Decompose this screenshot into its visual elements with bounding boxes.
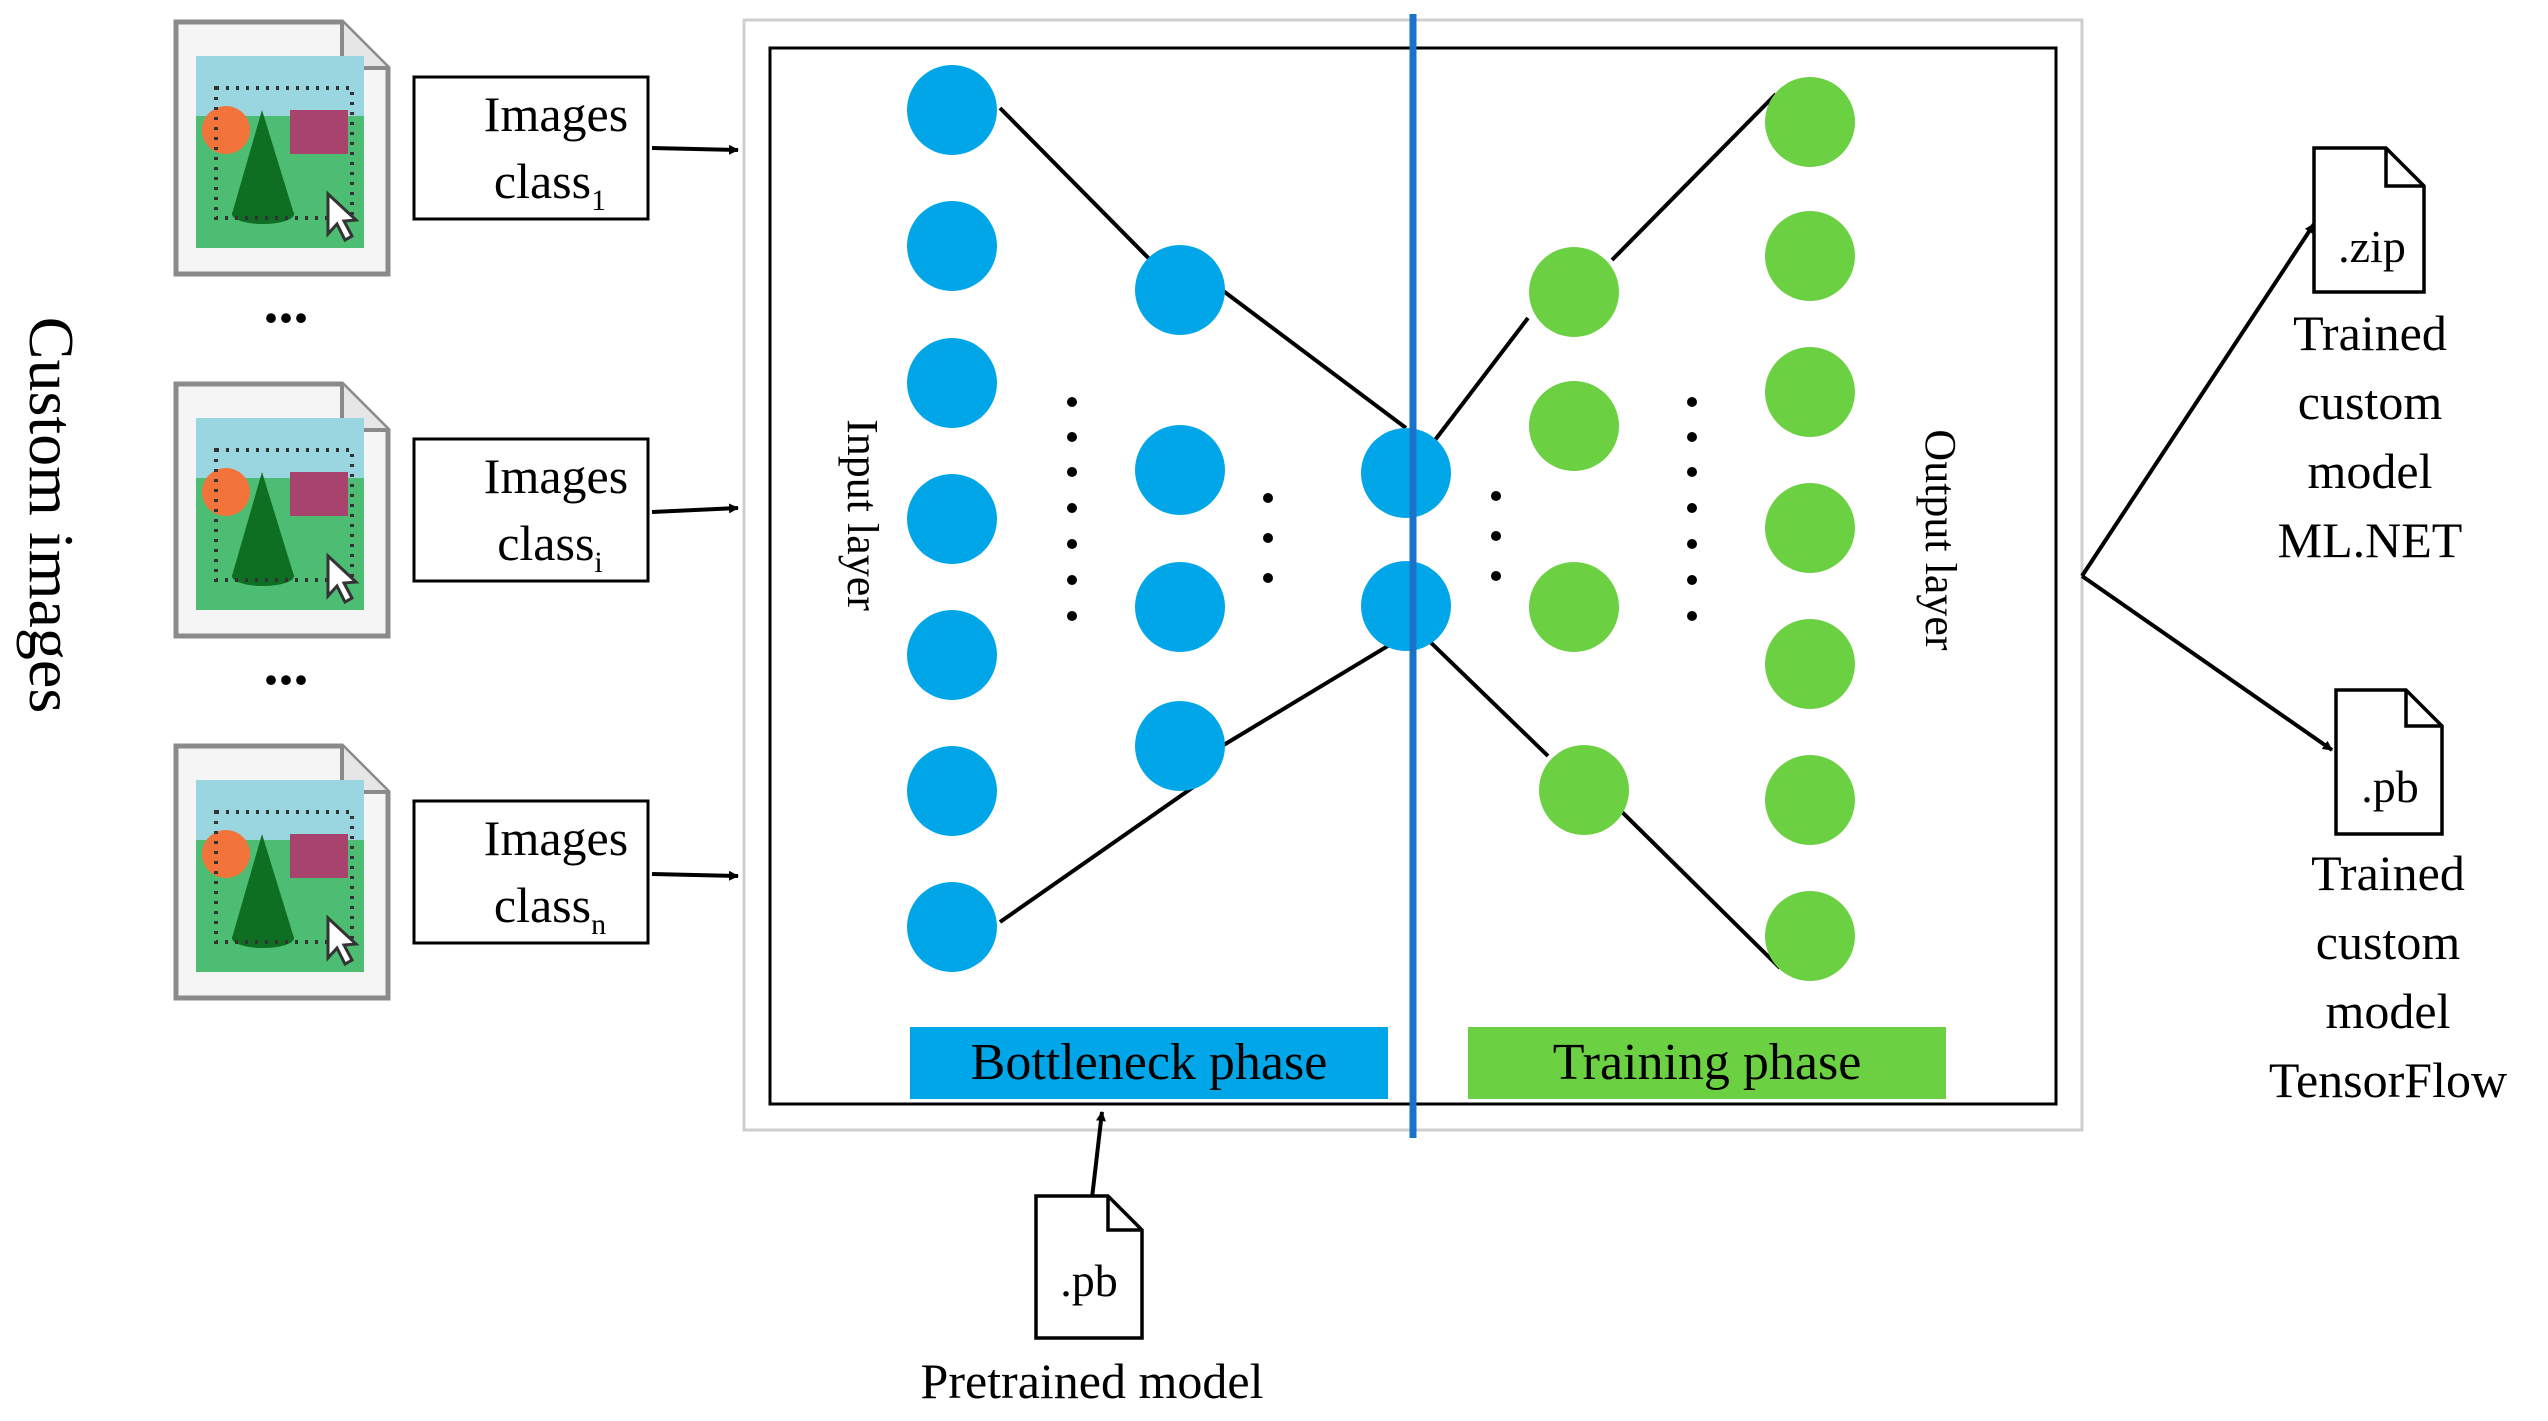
image-file-icon-class-i: [176, 384, 388, 636]
input-node-1: [907, 65, 997, 155]
output-node-3: [1765, 347, 1855, 437]
edge-input-bottom: [998, 772, 1214, 924]
train-node-1: [1529, 247, 1619, 337]
input-node-2: [907, 201, 997, 291]
bottleneck-nodes: [907, 65, 1451, 972]
mlnet-output-line-1: Trained: [2293, 305, 2447, 361]
ellipsis-1: ...: [264, 269, 309, 335]
edge-hidden-top: [1220, 288, 1408, 430]
class-box-1-title: Images: [484, 86, 628, 142]
hidden-node-1: [1135, 245, 1225, 335]
train-node-2: [1529, 381, 1619, 471]
network-edges: [998, 92, 1782, 970]
output-node-5: [1765, 619, 1855, 709]
mlnet-output-line-2: custom: [2298, 374, 2443, 430]
zip-file-ext: .zip: [2338, 221, 2406, 272]
dots-input-column: [1067, 397, 1077, 621]
class-box-n-title: Images: [484, 810, 628, 866]
class-box-1: Images class1: [412, 75, 650, 221]
hidden-node-2: [1135, 425, 1225, 515]
class-box-i: Images classi: [412, 437, 650, 583]
tensorflow-output-line-3: model: [2326, 983, 2451, 1039]
class-box-i-subtitle: classi: [497, 515, 603, 579]
output-node-6: [1765, 755, 1855, 845]
hidden-node-3: [1135, 562, 1225, 652]
mlnet-output-line-4: ML.NET: [2278, 512, 2463, 568]
class-box-n-subtitle: classn: [494, 877, 606, 941]
input-node-6: [907, 746, 997, 836]
bottleneck-phase-bar: [910, 1027, 1388, 1099]
class-box-1-subtitle: class1: [494, 153, 606, 217]
output-node-7: [1765, 891, 1855, 981]
class-box-i-title: Images: [484, 448, 628, 504]
dots-output-column: [1687, 397, 1697, 621]
arrow-to-tensorflow: [2080, 574, 2334, 752]
input-node-4: [907, 474, 997, 564]
training-phase-bar: [1468, 1027, 1946, 1099]
mlnet-output-line-3: model: [2308, 443, 2433, 499]
edge-train-bottom-out: [1618, 808, 1782, 970]
output-node-4: [1765, 483, 1855, 573]
arrow-pretrained-to-network: [1090, 1111, 1106, 1199]
train-node-3: [1529, 562, 1619, 652]
tensorflow-output-line-2: custom: [2316, 914, 2461, 970]
pb-file-ext: .pb: [2361, 761, 2419, 812]
hidden-node-4: [1135, 701, 1225, 791]
output-node-1: [1765, 77, 1855, 167]
arrow-class-n-to-network: [651, 870, 739, 881]
tensorflow-output-line-1: Trained: [2311, 845, 2465, 901]
dots-train-column: [1491, 491, 1501, 581]
pb-file-icon: [2334, 688, 2444, 836]
bottleneck-phase-label: Bottleneck phase: [971, 1034, 1328, 1091]
arrow-class-1-to-network: [651, 144, 739, 155]
zip-file-icon: [2312, 146, 2426, 294]
pretrained-file-ext: .pb: [1060, 1255, 1118, 1306]
input-node-7: [907, 882, 997, 972]
image-file-icon-class-1: [176, 22, 388, 274]
custom-images-label: Custom images: [16, 317, 87, 713]
class-box-n: Images classn: [412, 799, 650, 945]
output-node-2: [1765, 211, 1855, 301]
arrow-to-mlnet: [2080, 222, 2316, 578]
input-layer-label: Input layer: [838, 419, 887, 611]
image-file-icon-class-n: [176, 746, 388, 998]
training-nodes: [1529, 77, 1855, 981]
input-node-5: [907, 610, 997, 700]
input-node-3: [907, 338, 997, 428]
output-layer-label: Output layer: [1916, 429, 1965, 651]
training-phase-label: Training phase: [1553, 1034, 1862, 1091]
bottleneck-node-2: [1361, 561, 1451, 651]
edge-train-top-out: [1610, 92, 1778, 262]
ellipsis-2: ...: [264, 631, 309, 697]
arrow-class-i-to-network: [651, 503, 739, 514]
bottleneck-node-1: [1361, 428, 1451, 518]
edge-hidden-bottom: [1220, 633, 1408, 748]
edge-train-bottom-in: [1422, 634, 1550, 758]
pretrained-file-icon: [1034, 1194, 1144, 1340]
edge-train-top-in: [1430, 316, 1530, 446]
tensorflow-output-line-4: TensorFlow: [2269, 1052, 2507, 1108]
dots-hidden-column: [1263, 493, 1273, 583]
train-node-4: [1539, 745, 1629, 835]
pretrained-model-label: Pretrained model: [921, 1353, 1264, 1409]
